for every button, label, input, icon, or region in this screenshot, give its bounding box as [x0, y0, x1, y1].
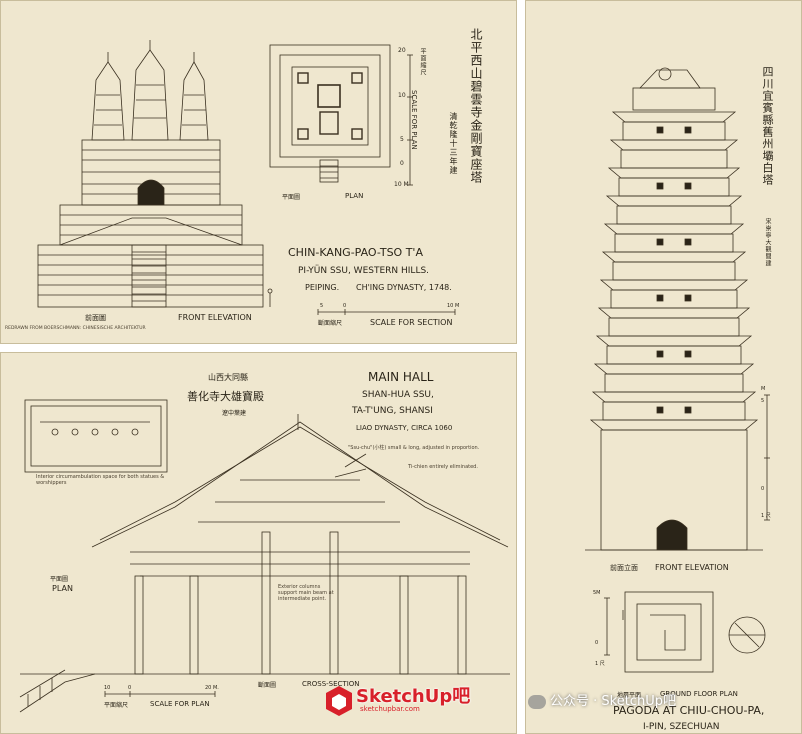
- plan-label: PLAN: [345, 192, 364, 200]
- scale-num-20: 20: [398, 47, 406, 54]
- cross-section: CROSS-SECTION: [302, 680, 360, 688]
- pagoda-dynasty-cjk: 宋崇寧大觀間建: [764, 218, 771, 267]
- wechat-icon: [528, 694, 546, 709]
- scale-for-section-cjk: 斷面縮尺: [318, 320, 343, 327]
- province-cjk: 山西大同縣: [208, 373, 248, 382]
- dynasty: CH'ING DYNASTY, 1748.: [356, 283, 452, 292]
- subtitle-cjk: 清乾隆十三年建: [449, 112, 458, 175]
- hall-location-1: SHAN-HUA SSU,: [362, 390, 434, 400]
- note-ssu-chu: "Ssu-chu"(小柱) small & long, adjusted in …: [348, 445, 480, 451]
- pagoda-scale-1: 1 尺: [761, 513, 771, 519]
- ground-plan-cjk: 地層平面: [617, 692, 642, 699]
- scale-num-10m: 10 M: [394, 181, 409, 188]
- cross-section-cjk: 斷面圖: [258, 682, 277, 689]
- pagoda-drawing-top-left: [37, 40, 456, 315]
- pagoda-title-cjk: 四川宜賓縣舊州壩白塔: [761, 66, 774, 186]
- scale-num-0: 0: [400, 160, 404, 167]
- hall-scale-20m: 20 M.: [205, 685, 219, 691]
- scale-for-plan-cjk: 平面縮尺: [419, 48, 426, 76]
- brand-watermark: SketchUp吧 sketchupbar.com: [320, 682, 480, 722]
- section-scale-5: 5: [320, 303, 324, 309]
- brand-url: sketchupbar.com: [360, 705, 420, 713]
- brand-name: SketchUp吧: [356, 686, 471, 707]
- plan-scale-0: 0: [595, 640, 599, 646]
- title-cjk: 北平西山碧雲寺金剛寶座塔: [469, 28, 483, 184]
- scale-for-plan: SCALE FOR PLAN: [410, 90, 418, 150]
- note-exterior-columns: Exterior columns support main beam at in…: [278, 584, 334, 602]
- section-scale-10m: 10 M: [447, 303, 460, 309]
- panel-chin-kang-pao-tso-ta: CHIN-KANG-PAO-TSO T'A PI-YÜN SSU, WESTER…: [0, 0, 517, 344]
- pagoda-title: PAGODA AT CHIU-CHOU-PA,: [613, 704, 765, 717]
- pagoda-scale-m: M: [761, 386, 766, 392]
- title-en: CHIN-KANG-PAO-TSO T'A: [288, 246, 423, 259]
- hall-scale-0: 0: [128, 685, 132, 691]
- temple-cjk: 善化寺大雄寶殿: [187, 390, 264, 403]
- note-ti-chien: Ti-chien entirely eliminated.: [408, 464, 478, 470]
- hall-scale-cjk: 平面縮尺: [104, 702, 129, 709]
- credit: REDRAWN FROM BOERSCHMANN: CHINESISCHE AR…: [5, 326, 146, 331]
- plan-scale-1: 1 尺: [595, 661, 605, 667]
- pagoda-front-elevation-cjk: 前面立面: [610, 564, 638, 572]
- scale-num-5: 5: [400, 136, 404, 143]
- ground-plan: GROUND FLOOR PLAN: [660, 690, 738, 698]
- location-1: PI-YÜN SSU, WESTERN HILLS.: [298, 266, 430, 276]
- plan-scale-5m: 5M: [593, 590, 601, 596]
- hall-scale-for-plan: SCALE FOR PLAN: [150, 700, 210, 708]
- section-scale-0: 0: [343, 303, 347, 309]
- hall-scale-10: 10: [104, 685, 111, 691]
- hall-title: MAIN HALL: [368, 370, 434, 384]
- note-circumambulation: Interior circumambulation space for both…: [36, 474, 165, 486]
- pagoda-front-elevation: FRONT ELEVATION: [655, 563, 729, 572]
- dynasty-cjk: 遼中葉建: [222, 410, 247, 417]
- pagoda-location: I-PIN, SZECHUAN: [643, 722, 720, 732]
- plan-cjk: 平面圖: [282, 194, 301, 201]
- front-elevation-cjk: 前面圖: [85, 314, 106, 322]
- scale-num-10: 10: [398, 92, 406, 99]
- hall-plan: PLAN: [52, 584, 73, 593]
- hall-location-2: TA-T'UNG, SHANSI: [352, 406, 433, 416]
- front-elevation: FRONT ELEVATION: [178, 313, 252, 322]
- location-2: PEIPING.: [305, 283, 340, 292]
- panel-main-hall-shan-hua-ssu: 山西大同縣 善化寺大雄寶殿 遼中葉建 MAIN HALL SHAN-HUA SS…: [0, 352, 517, 734]
- pagoda-drawing-right: [585, 67, 770, 673]
- hall-plan-cjk: 平面圖: [50, 576, 69, 583]
- hall-dynasty: LIAO DYNASTY, CIRCA 1060: [356, 424, 453, 432]
- pagoda-scale-0: 0: [761, 486, 765, 492]
- wechat-label: 公众号 · SketchUp吧: [550, 694, 676, 709]
- scale-for-section: SCALE FOR SECTION: [370, 318, 453, 327]
- hall-drawing: [19, 399, 510, 713]
- panel-pagoda-chiu-chou-pa: 四川宜賓縣舊州壩白塔 宋崇寧大觀間建 M 5 0 1 尺 前面立面 FRONT …: [525, 0, 802, 734]
- cube-logo-icon: [326, 686, 352, 716]
- pagoda-scale-5: 5: [761, 398, 765, 404]
- wechat-watermark: 公众号 · SketchUp吧: [528, 690, 676, 709]
